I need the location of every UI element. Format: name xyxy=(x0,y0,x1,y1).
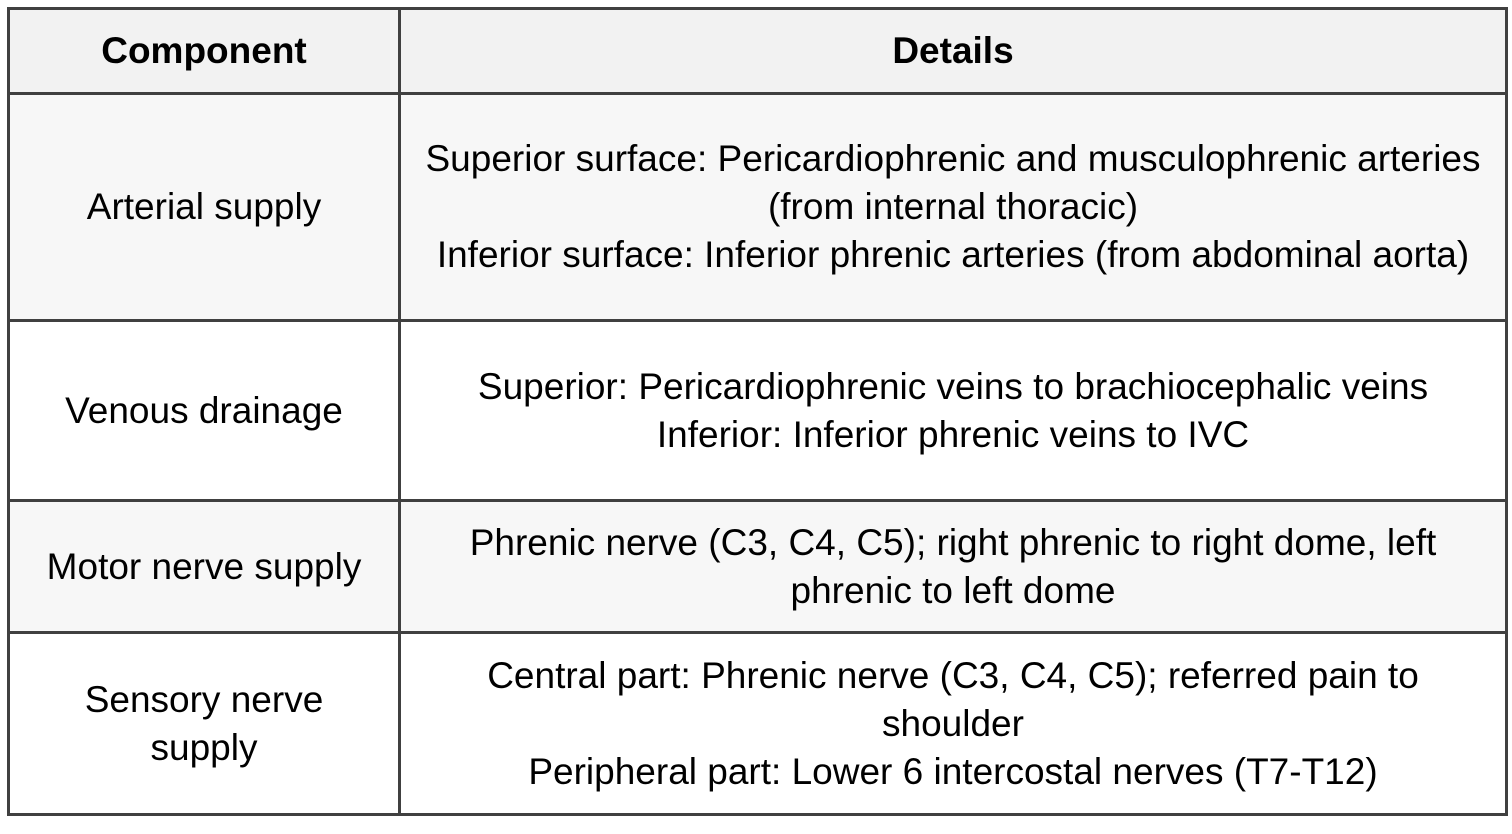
details-line: Peripheral part: Lower 6 intercostal ner… xyxy=(528,750,1378,792)
column-header-details: Details xyxy=(398,7,1508,95)
diaphragm-supply-table: Component Details Arterial supply Superi… xyxy=(7,7,1508,816)
table-row-motor-nerve-supply: Motor nerve supply Phrenic nerve (C3, C4… xyxy=(7,499,1508,634)
column-header-component: Component xyxy=(7,7,401,95)
details-cell: Superior surface: Pericardiophrenic and … xyxy=(398,92,1508,322)
table-header-row: Component Details xyxy=(7,7,1508,95)
details-line: Phrenic nerve (C3, C4, C5); right phreni… xyxy=(469,521,1437,611)
details-line: Central part: Phrenic nerve (C3, C4, C5)… xyxy=(487,654,1419,744)
component-cell: Motor nerve supply xyxy=(7,499,401,634)
table-row-sensory-nerve-supply: Sensory nerve supply Central part: Phren… xyxy=(7,631,1508,816)
details-line: Inferior: Inferior phrenic veins to IVC xyxy=(656,413,1250,455)
details-cell: Superior: Pericardiophrenic veins to bra… xyxy=(398,319,1508,502)
details-line: Superior surface: Pericardiophrenic and … xyxy=(425,138,1481,227)
component-cell: Arterial supply xyxy=(7,92,401,322)
component-cell: Venous drainage xyxy=(7,319,401,502)
diaphragm-supply-table-container: Component Details Arterial supply Superi… xyxy=(7,7,1508,816)
details-cell: Central part: Phrenic nerve (C3, C4, C5)… xyxy=(398,631,1508,816)
details-line: Superior: Pericardiophrenic veins to bra… xyxy=(477,365,1429,407)
details-cell: Phrenic nerve (C3, C4, C5); right phreni… xyxy=(398,499,1508,634)
table-row-venous-drainage: Venous drainage Superior: Pericardiophre… xyxy=(7,319,1508,502)
details-line: Inferior surface: Inferior phrenic arter… xyxy=(436,234,1470,275)
table-row-arterial-supply: Arterial supply Superior surface: Perica… xyxy=(7,92,1508,322)
component-cell: Sensory nerve supply xyxy=(7,631,401,816)
